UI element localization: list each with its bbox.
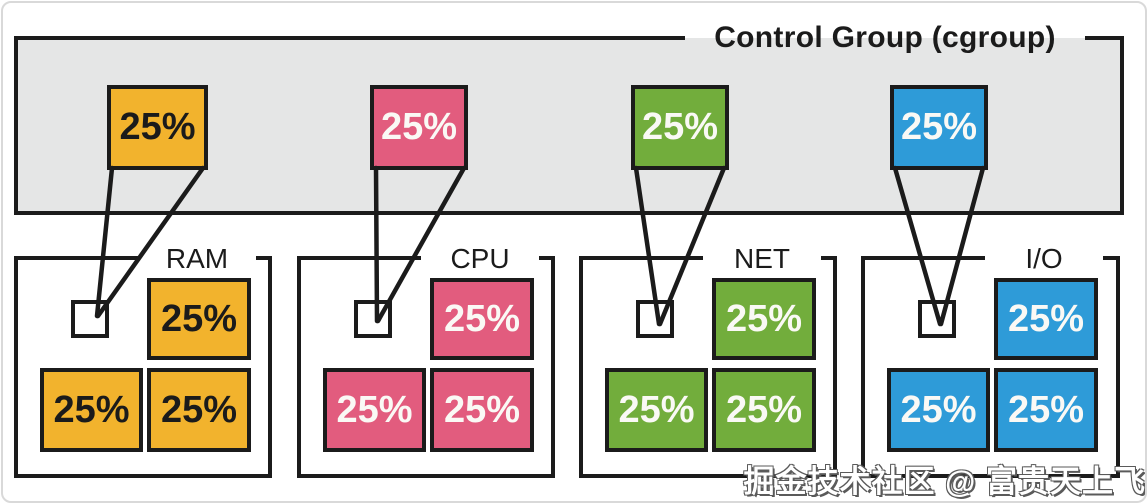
group-share-box: 25% [323, 368, 426, 452]
slot-square [354, 300, 392, 338]
group-label-net: NET [703, 240, 821, 278]
group-share-box: 25% [147, 368, 251, 452]
group-share-box: 25% [887, 368, 990, 452]
group-box-cpu: CPU 25% 25% 25% [297, 240, 555, 478]
cgroup-share-box-cpu: 25% [370, 85, 468, 170]
group-box-io: I/O 25% 25% 25% [861, 240, 1120, 478]
cgroup-title: Control Group (cgroup) [685, 18, 1085, 58]
group-share-box: 25% [605, 368, 708, 452]
group-share-box: 25% [147, 278, 251, 360]
slot-square [918, 300, 956, 338]
group-share-box: 25% [430, 368, 534, 452]
watermark-text: 掘金技术社区 @ 富贵天上飞 [743, 464, 1146, 499]
group-share-box: 25% [430, 278, 534, 360]
group-label-io: I/O [985, 240, 1103, 278]
group-label-ram: RAM [138, 240, 256, 278]
cgroup-share-box-ram: 25% [107, 85, 208, 170]
cgroup-share-box-io: 25% [890, 85, 988, 170]
group-box-net: NET 25% 25% 25% [579, 240, 837, 478]
group-share-box: 25% [994, 368, 1098, 452]
group-share-box: 25% [994, 278, 1098, 360]
slot-square [636, 300, 674, 338]
group-box-ram: RAM 25% 25% 25% [14, 240, 272, 478]
group-share-box: 25% [40, 368, 143, 452]
slot-square [71, 300, 109, 338]
group-label-cpu: CPU [421, 240, 539, 278]
group-share-box: 25% [712, 368, 816, 452]
group-share-box: 25% [712, 278, 816, 360]
cgroup-share-box-net: 25% [631, 85, 729, 170]
